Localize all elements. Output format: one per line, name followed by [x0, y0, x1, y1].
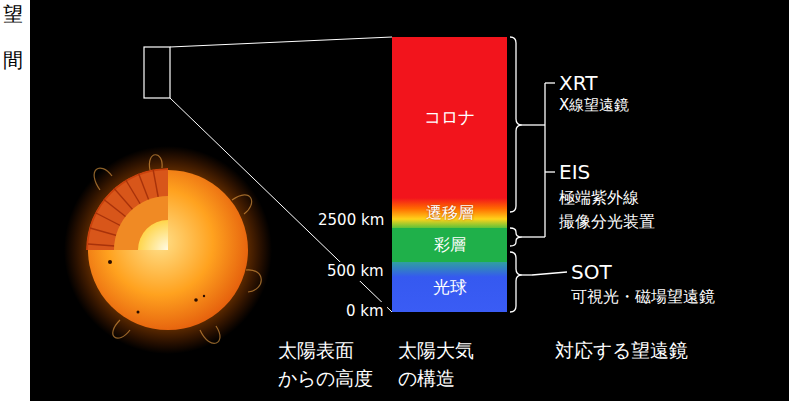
zoom-line: [170, 37, 392, 47]
range-brackets: [510, 37, 567, 312]
atmosphere-layer-band: 遷移層: [392, 198, 507, 228]
telescope-description: X線望遠鏡: [559, 96, 629, 115]
telescope-name: XRT: [559, 71, 597, 96]
atmosphere-layer-band: コロナ: [392, 37, 507, 198]
axis-caption: 太陽表面 からの高度: [278, 336, 373, 392]
cropped-text: 望: [3, 2, 23, 27]
cropped-text: 間: [3, 48, 23, 73]
height-label: 500 km: [324, 262, 387, 281]
layer-name: 光球: [433, 276, 467, 299]
sun-glow: [64, 146, 272, 354]
telescope-name: SOT: [571, 260, 612, 285]
sun-disk: [88, 170, 248, 330]
telescope-description: 可視光・磁場望遠鏡: [571, 287, 715, 307]
atmosphere-layer-band: 光球: [392, 262, 507, 312]
axis-caption: 太陽大気 の構造: [398, 336, 474, 392]
zoom-box: [144, 47, 170, 98]
telescope-name: EIS: [559, 160, 590, 185]
height-label: 0 km: [343, 302, 387, 321]
atmosphere-layer-band: 彩層: [392, 228, 507, 262]
layer-name: コロナ: [424, 106, 475, 129]
layer-name: 遷移層: [426, 203, 474, 224]
height-label: 2500 km: [315, 211, 387, 230]
page-margin: [0, 0, 30, 401]
axis-caption: 対応する望遠鏡: [555, 336, 688, 364]
telescope-description: 極端紫外線 撮像分光装置: [559, 186, 655, 234]
layer-name: 彩層: [434, 235, 466, 256]
zoom-line: [170, 98, 392, 312]
sun-cutaway: [86, 168, 250, 332]
